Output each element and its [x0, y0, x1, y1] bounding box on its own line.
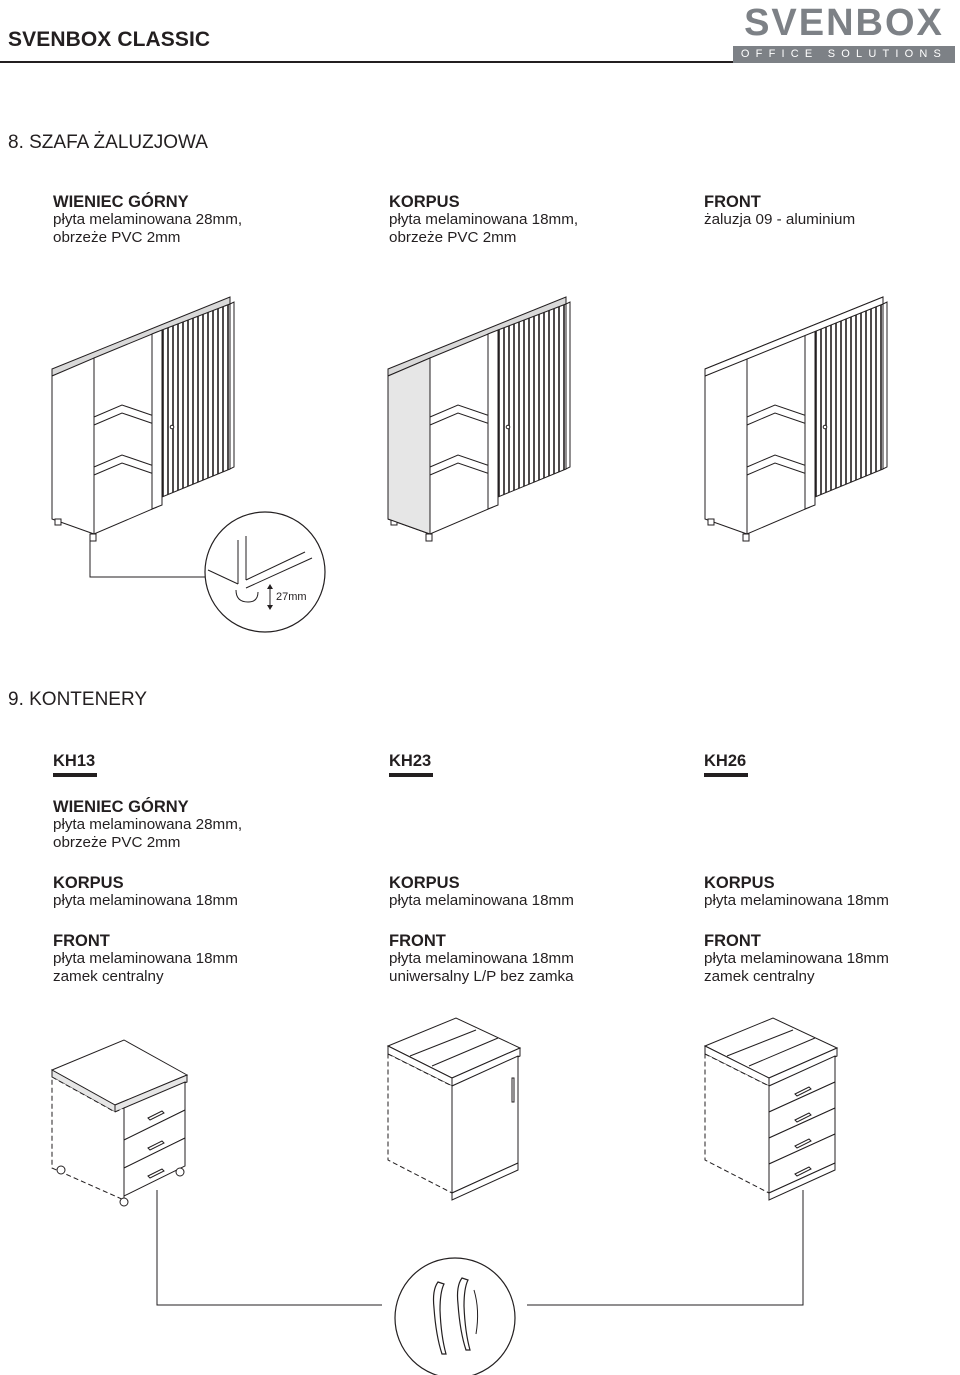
- brand-logo-band: [733, 46, 955, 63]
- kh13-spec-front: FRONT płyta melaminowana 18mm zamek cent…: [53, 932, 238, 986]
- spec-line: płyta melaminowana 18mm: [389, 892, 574, 909]
- spec-line: płyta melaminowana 28mm,: [53, 816, 243, 833]
- spec-heading: WIENIEC GÓRNY: [53, 798, 189, 816]
- spec-body: KORPUS płyta melaminowana 18mm, obrzeże …: [389, 193, 578, 247]
- kh26-spec-front: FRONT płyta melaminowana 18mm zamek cent…: [704, 932, 889, 986]
- spec-line: płyta melaminowana 18mm: [389, 950, 574, 967]
- spec-heading: WIENIEC GÓRNY: [53, 193, 189, 211]
- container-illustration-kh23: [386, 1017, 522, 1201]
- model-underline: [389, 773, 433, 777]
- spec-line: płyta melaminowana 28mm,: [53, 211, 243, 228]
- spec-heading: FRONT: [389, 932, 446, 950]
- spec-line: obrzeże PVC 2mm: [53, 834, 181, 851]
- model-name-kh26: KH26: [704, 752, 747, 770]
- brand-logo: SVENBOX: [744, 2, 944, 44]
- cabinet-illustration-2: [387, 296, 571, 542]
- section-title-containers: 9. KONTENERY: [8, 689, 148, 710]
- kh13-spec-body: KORPUS płyta melaminowana 18mm: [53, 874, 238, 910]
- spec-heading: FRONT: [704, 193, 761, 211]
- container-illustration-kh26: [703, 1017, 839, 1201]
- spec-line: płyta melaminowana 18mm: [53, 892, 238, 909]
- spec-line: zamek centralny: [704, 968, 815, 985]
- cabinet-illustration-3: [704, 296, 888, 542]
- spec-heading: KORPUS: [704, 874, 775, 892]
- spec-line: płyta melaminowana 18mm,: [389, 211, 579, 228]
- detail-circle-plinth: [204, 511, 326, 633]
- kh23-spec-body: KORPUS płyta melaminowana 18mm: [389, 874, 574, 910]
- spec-heading: KORPUS: [389, 193, 460, 211]
- model-underline: [53, 773, 97, 777]
- spec-heading: KORPUS: [389, 874, 460, 892]
- spec-heading: FRONT: [53, 932, 110, 950]
- container-illustration-kh13: [50, 1039, 189, 1207]
- brand-tagline: OFFICE SOLUTIONS: [740, 48, 948, 60]
- model-name-kh13: KH13: [53, 752, 96, 770]
- callout-leader: [89, 540, 210, 578]
- model-underline: [704, 773, 748, 777]
- spec-line: płyta melaminowana 18mm: [53, 950, 238, 967]
- dimension-label: 27mm: [276, 591, 307, 603]
- spec-line: uniwersalny L/P bez zamka: [389, 968, 574, 985]
- page-title: SVENBOX CLASSIC: [8, 28, 211, 51]
- section-title-tambour-cabinet: 8. SZAFA ŻALUZJOWA: [8, 132, 208, 153]
- callout-leader-left: [156, 1190, 382, 1306]
- spec-line: płyta melaminowana 18mm: [704, 892, 889, 909]
- kh13-spec-top: WIENIEC GÓRNY płyta melaminowana 28mm, o…: [53, 798, 242, 852]
- kh23-spec-front: FRONT płyta melaminowana 18mm uniwersaln…: [389, 932, 574, 986]
- spec-top-panel: WIENIEC GÓRNY płyta melaminowana 28mm, o…: [53, 193, 242, 247]
- callout-leader-right: [527, 1190, 804, 1306]
- spec-heading: KORPUS: [53, 874, 124, 892]
- cabinet-illustration-1: [51, 296, 235, 542]
- spec-front: FRONT żaluzja 09 - aluminium: [704, 193, 855, 229]
- spec-line: zamek centralny: [53, 968, 164, 985]
- spec-line: obrzeże PVC 2mm: [53, 229, 181, 246]
- spec-line: płyta melaminowana 18mm: [704, 950, 889, 967]
- header-rule: [0, 61, 733, 63]
- spec-line: żaluzja 09 - aluminium: [704, 211, 856, 228]
- spec-line: obrzeże PVC 2mm: [389, 229, 517, 246]
- model-name-kh23: KH23: [389, 752, 432, 770]
- detail-circle-handles: [394, 1257, 516, 1375]
- kh26-spec-body: KORPUS płyta melaminowana 18mm: [704, 874, 889, 910]
- spec-heading: FRONT: [704, 932, 761, 950]
